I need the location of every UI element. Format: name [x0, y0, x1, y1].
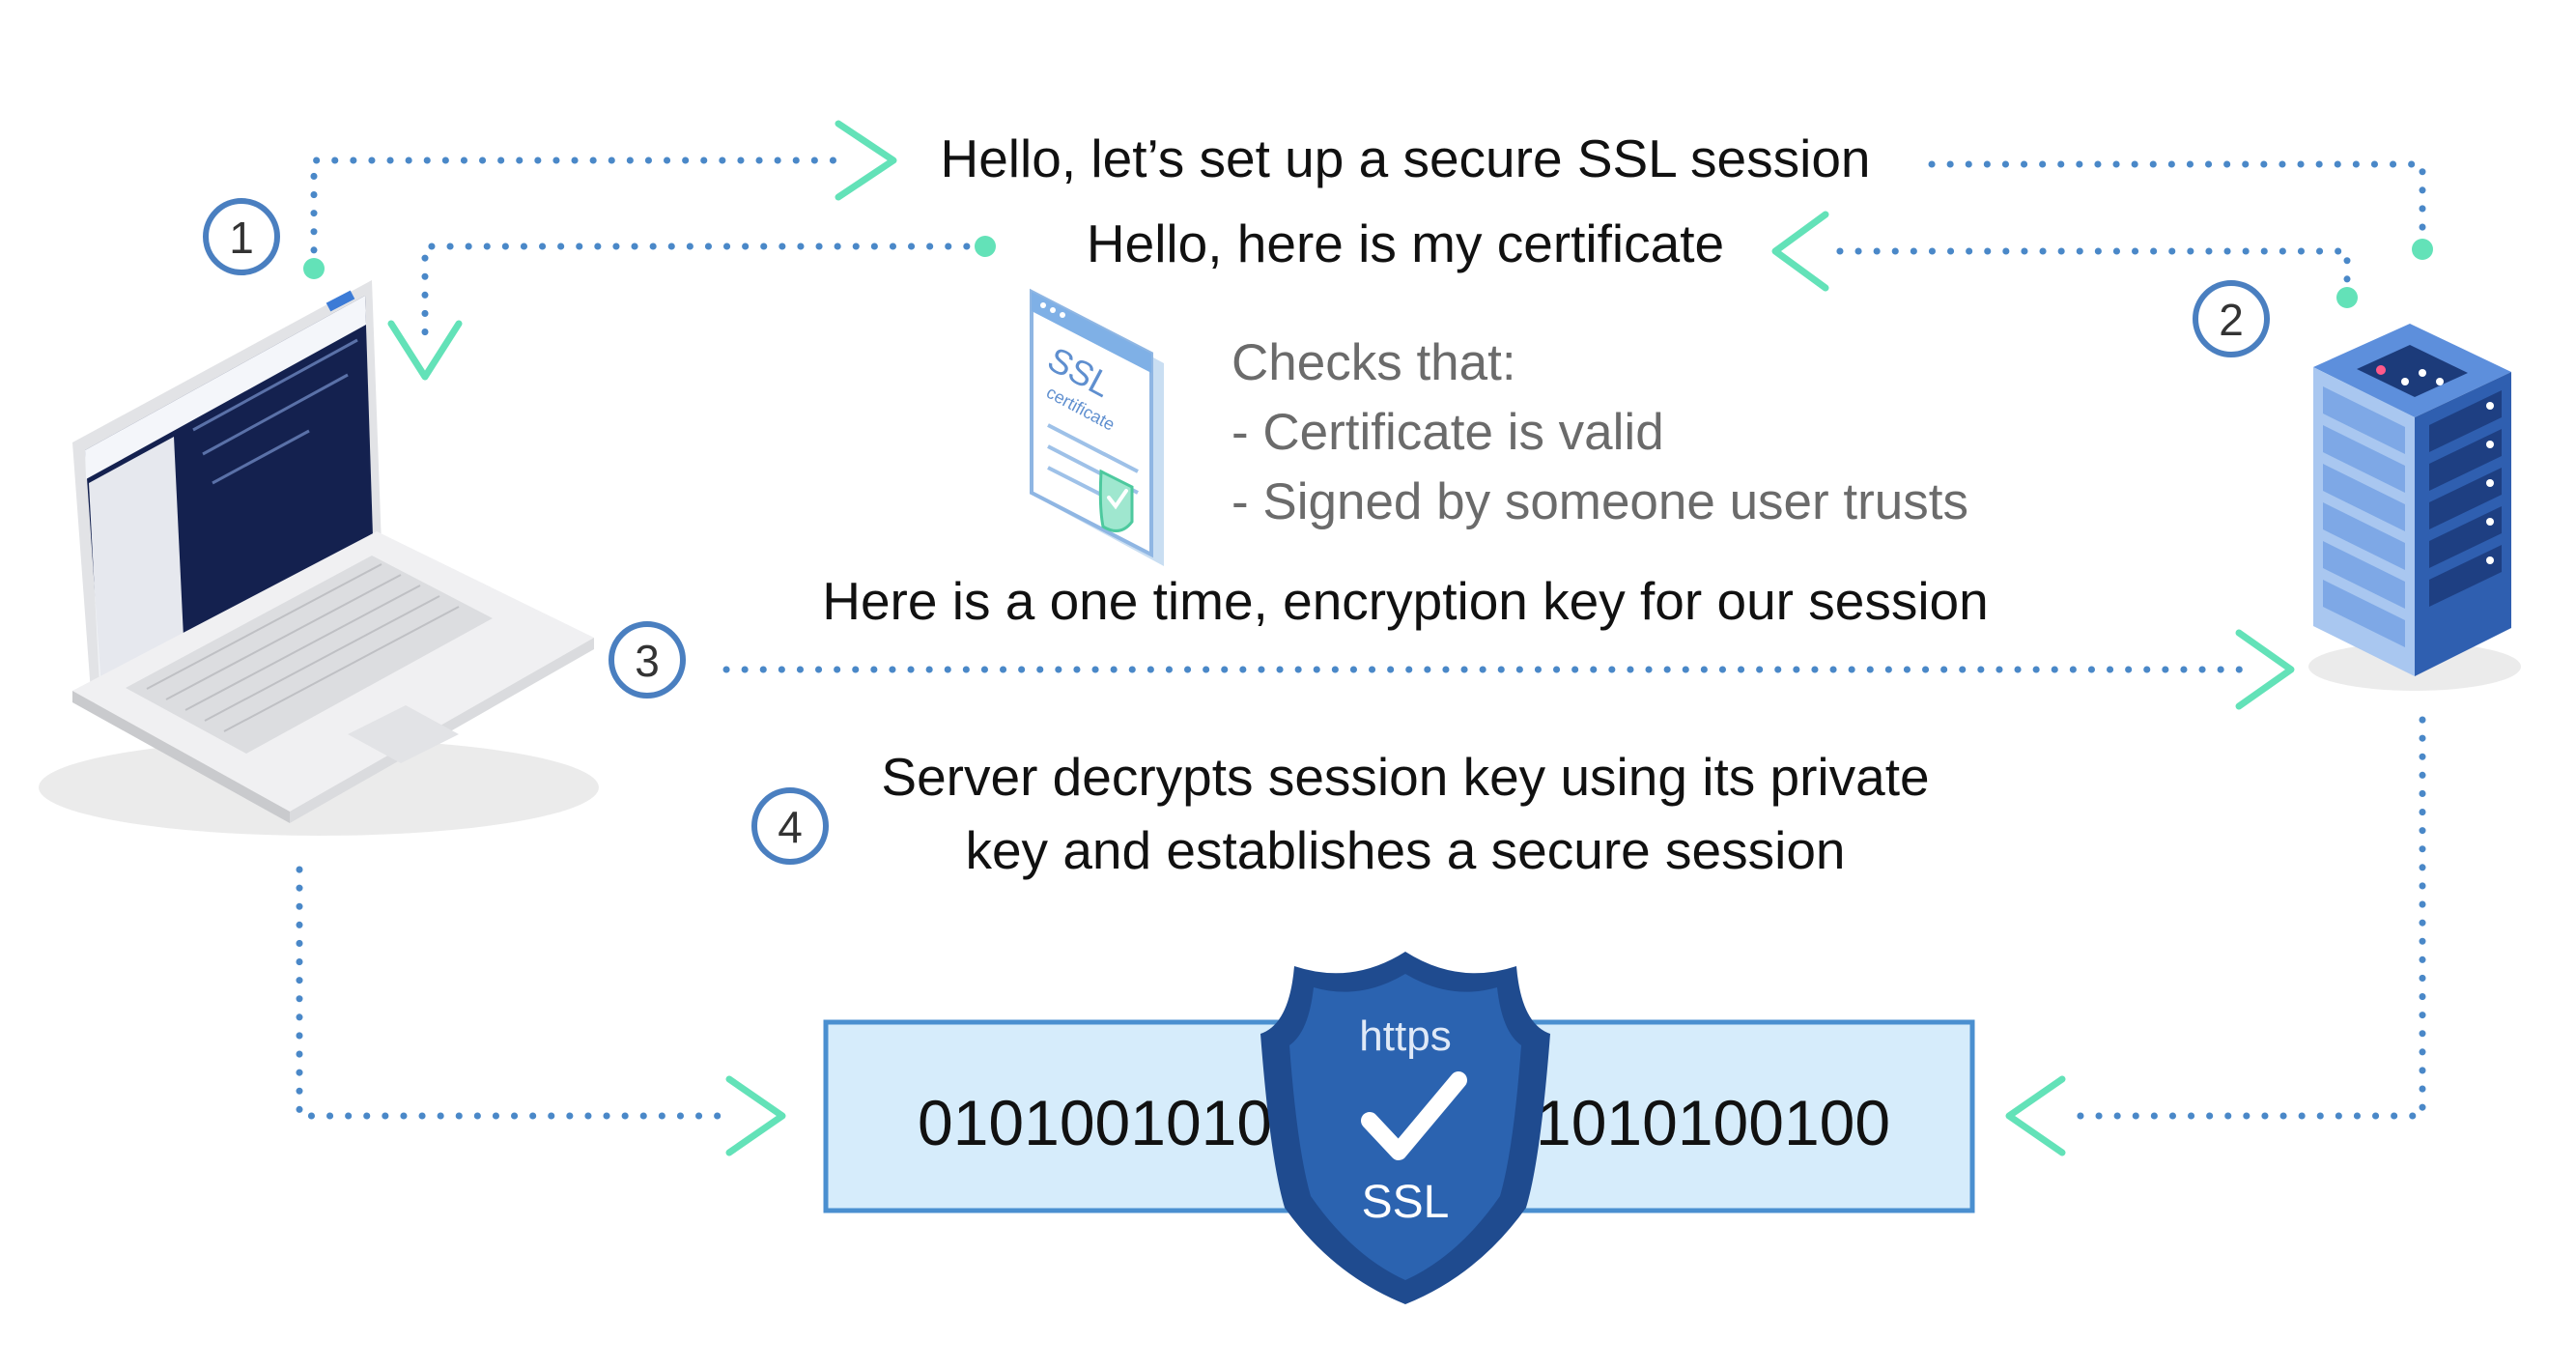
hello-client-message: Hello, let’s set up a secure SSL session [940, 128, 1870, 188]
client-arrow-head [387, 320, 463, 381]
decrypt-message-line-2: key and establishes a secure session [965, 820, 1845, 880]
step-2-number: 2 [2219, 295, 2244, 345]
checkmark-icon [1361, 1071, 1467, 1160]
checks-title: Checks that: [1231, 334, 1516, 391]
laptop-icon [39, 280, 599, 836]
certificate-arrow-head [1771, 211, 1829, 292]
step-3-number: 3 [635, 636, 660, 686]
step-4-badge: 4 [751, 787, 829, 865]
encrypted-bits-left: 0101001010 [918, 1087, 1272, 1158]
certificate-arrow-line-left [421, 242, 989, 352]
server-rack-icon [2308, 324, 2521, 691]
client-to-secure-line [296, 866, 723, 1120]
check-signed-trusted: - Signed by someone user trusts [1231, 473, 1968, 530]
shield-badge-label: SSL [1362, 1177, 1450, 1228]
check-certificate-valid: - Certificate is valid [1231, 404, 1664, 461]
encrypted-bits-right: 1010100100 [1536, 1087, 1890, 1158]
flow-connectors [296, 120, 2433, 1156]
server-to-secure-line [2063, 716, 2426, 1120]
session-key-message: Here is a one time, encryption key for o… [822, 571, 1989, 631]
hello-server-message: Hello, here is my certificate [1087, 214, 1724, 273]
client-dot-1 [303, 258, 325, 279]
step-1-badge: 1 [203, 198, 280, 275]
step-2-badge: 2 [2193, 280, 2270, 357]
hello-arrow-head [835, 120, 897, 201]
server-dot-1 [2412, 239, 2433, 260]
certificate-source-dot [975, 236, 996, 257]
hello-arrow-line-right [1928, 160, 2426, 253]
server-dot-2 [2336, 287, 2358, 308]
step-4-number: 4 [778, 802, 803, 852]
shield-check-icon: https SSL [1260, 952, 1550, 1304]
step-1-number: 1 [229, 213, 254, 263]
certificate-document-icon: SSL certificate [1030, 288, 1164, 566]
certificate-shield-icon [1098, 469, 1134, 532]
shield-protocol-label: https [1359, 1012, 1451, 1060]
decrypt-message-line-1: Server decrypts session key using its pr… [881, 747, 1929, 807]
certificate-arrow-line-right [1831, 247, 2351, 301]
step-3-badge: 3 [609, 621, 686, 699]
hello-arrow-line-left [310, 157, 854, 272]
session-key-arrow-head [2235, 629, 2295, 710]
server-to-secure-arrow-head [2005, 1075, 2066, 1156]
client-to-secure-arrow-head [725, 1075, 786, 1156]
